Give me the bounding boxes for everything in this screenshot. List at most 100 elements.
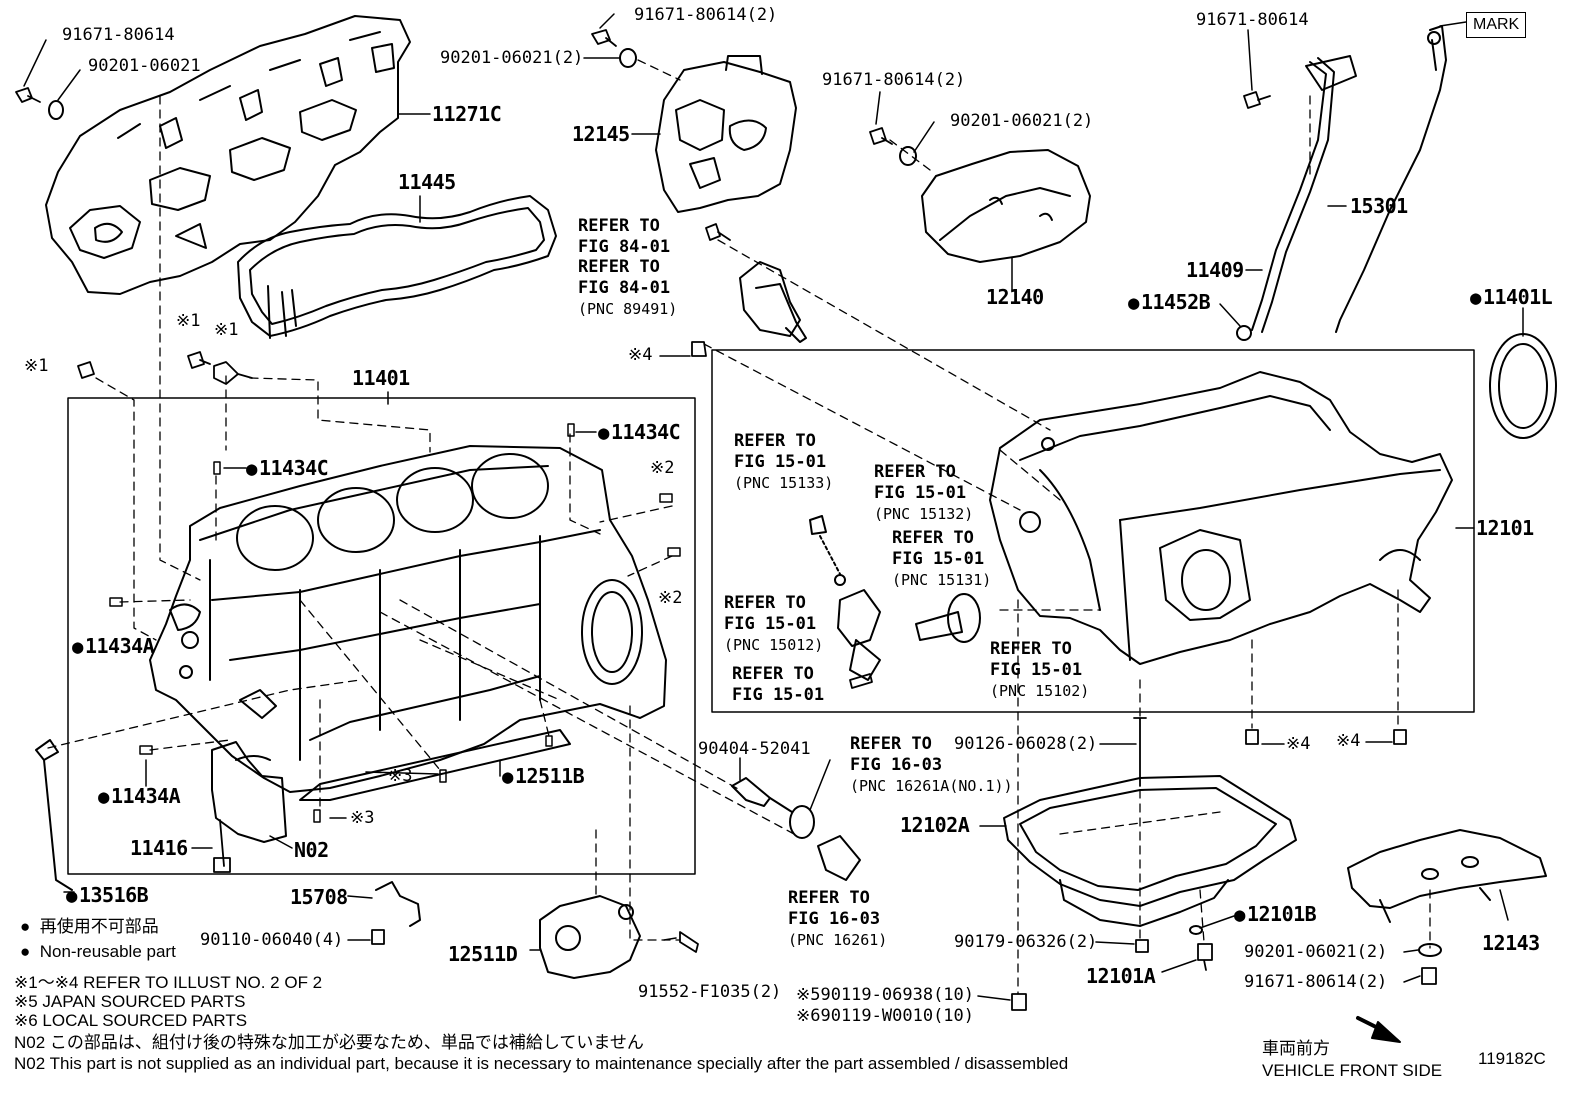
bearing-cap-part (211, 741, 287, 843)
refer-fig-15-01-pnc15102[interactable]: REFER TO FIG 15-01 (PNC 15102) (990, 639, 1089, 702)
label-x1-a: ※1 (24, 356, 49, 376)
label-90201-06021-a[interactable]: 90201-06021 (88, 56, 201, 76)
refer-fig-84-01-b[interactable]: REFER TO FIG 84-01 (PNC 89491) (578, 257, 677, 320)
label-11445[interactable]: 11445 (398, 170, 456, 194)
label-15708[interactable]: 15708 (290, 885, 348, 909)
refer-fig-16-03-pnc16261[interactable]: REFER TO FIG 16-03 (PNC 16261) (788, 888, 887, 951)
label-11416[interactable]: 11416 (130, 836, 188, 860)
label-90201-06021-d[interactable]: 90201-06021(2) (1244, 942, 1388, 962)
refer-line: FIG 15-01 (732, 685, 825, 705)
label-91671-80614-d[interactable]: 91671-80614 (1196, 10, 1309, 30)
refer-line: FIG 15-01 (724, 614, 817, 634)
label-90110-06040[interactable]: 90110-06040(4) (200, 930, 344, 950)
gasket-part (237, 195, 557, 339)
assembly-lines (47, 59, 1431, 995)
bracket-12511D-part (539, 895, 641, 979)
refer-pnc: (PNC 15012) (724, 636, 824, 654)
refer-pnc: (PNC 89491) (578, 300, 678, 318)
label-12145[interactable]: 12145 (572, 122, 630, 146)
label-91671-80614-e[interactable]: 91671-80614(2) (1244, 972, 1388, 992)
label-90126-06028[interactable]: 90126-06028(2) (954, 734, 1098, 754)
leader-lines (23, 13, 1524, 1001)
front-side-jp: 車両前方 (1262, 1039, 1330, 1058)
label-11401[interactable]: 11401 (352, 366, 410, 390)
label-11434C-a[interactable]: 11434C (598, 422, 681, 443)
oil-pump-part (809, 515, 981, 681)
label-90119-W0010[interactable]: ※690119-W0010(10) (796, 1006, 975, 1026)
label-91671-80614-c[interactable]: 91671-80614(2) (822, 70, 966, 90)
label-90201-06021-b[interactable]: 90201-06021(2) (440, 48, 584, 68)
label-12140[interactable]: 12140 (986, 285, 1044, 309)
water-jacket-part (45, 15, 411, 295)
label-90404-52041[interactable]: 90404-52041 (698, 739, 811, 759)
refer-line: REFER TO (788, 888, 870, 908)
bolts (15, 29, 1437, 1011)
legend-dot-icon: ● (20, 942, 31, 961)
label-91552-F1035[interactable]: 91552-F1035(2) (638, 982, 782, 1002)
label-12101[interactable]: 12101 (1476, 516, 1534, 540)
label-N02[interactable]: N02 (294, 838, 329, 862)
label-11401L[interactable]: 11401L (1470, 287, 1553, 308)
label-x4-c: ※4 (1336, 731, 1361, 751)
refer-line: REFER TO (990, 639, 1072, 659)
label-90179-06326[interactable]: 90179-06326(2) (954, 932, 1098, 952)
cover-12140-part (921, 149, 1091, 263)
label-12101B[interactable]: 12101B (1234, 904, 1317, 925)
refer-pnc: (PNC 15131) (892, 571, 992, 589)
crankcase-part (989, 371, 1453, 665)
label-x1-c: ※1 (214, 320, 239, 340)
label-11409[interactable]: 11409 (1186, 258, 1244, 282)
refer-line: REFER TO (734, 431, 816, 451)
label-11434A-b[interactable]: 11434A (98, 786, 181, 807)
label-12143[interactable]: 12143 (1482, 931, 1540, 955)
label-13516B[interactable]: 13516B (66, 885, 149, 906)
refer-fig-15-01-pnc15133[interactable]: REFER TO FIG 15-01 (PNC 15133) (734, 431, 833, 494)
cylinder-block-frame (67, 397, 696, 875)
label-11452B[interactable]: 11452B (1128, 292, 1211, 313)
o-ring-11452B (1236, 325, 1252, 341)
refer-line: FIG 15-01 (874, 483, 967, 503)
refer-fig-16-03-pnc16261A[interactable]: REFER TO FIG 16-03 (PNC 16261A(NO.1)) (850, 734, 1013, 797)
note-japan-sourced: ※5 JAPAN SOURCED PARTS (14, 992, 246, 1011)
label-15301[interactable]: 15301 (1350, 194, 1408, 218)
label-11434A-a[interactable]: 11434A (72, 636, 155, 657)
refer-fig-15-01-pnc15132[interactable]: REFER TO FIG 15-01 (PNC 15132) (874, 462, 973, 525)
refer-fig-15-01-pnc15012[interactable]: REFER TO FIG 15-01 (PNC 15012) (724, 593, 823, 656)
refer-pnc: (PNC 16261A(NO.1)) (850, 777, 1013, 795)
refer-line: REFER TO (892, 528, 974, 548)
label-90119-06938[interactable]: ※590119-06938(10) (796, 985, 975, 1005)
note-n02-en: N02 This part is not supplied as an indi… (14, 1054, 1069, 1073)
refer-line: FIG 16-03 (788, 909, 881, 929)
label-91671-80614-b[interactable]: 91671-80614(2) (634, 5, 778, 25)
refer-line: FIG 15-01 (892, 549, 985, 569)
label-12101A[interactable]: 12101A (1086, 964, 1156, 988)
mark-box: MARK (1466, 12, 1527, 38)
refer-pnc: (PNC 16261) (788, 931, 888, 949)
label-90201-06021-c[interactable]: 90201-06021(2) (950, 111, 1094, 131)
hose-part (789, 805, 861, 881)
label-11271C[interactable]: 11271C (432, 102, 502, 126)
refer-line: FIG 84-01 (578, 237, 671, 257)
label-11434C-b[interactable]: 11434C (246, 458, 329, 479)
refer-line: FIG 15-01 (990, 660, 1083, 680)
note-refer-illust: ※1～※4 REFER TO ILLUST NO. 2 OF 2 (14, 973, 323, 992)
refer-fig-84-01-a[interactable]: REFER TO FIG 84-01 (578, 216, 670, 258)
dowel-pins (109, 423, 681, 823)
label-12102A[interactable]: 12102A (900, 813, 970, 837)
label-x2-a: ※2 (650, 458, 675, 478)
refer-fig-15-01-pnc15131[interactable]: REFER TO FIG 15-01 (PNC 15131) (892, 528, 991, 591)
washer-d (1418, 943, 1442, 957)
legend-nonreuse-en: ● Non-reusable part (20, 943, 176, 960)
label-12511B[interactable]: 12511B (502, 766, 585, 787)
refer-fig-15-01-bolt[interactable]: REFER TO FIG 15-01 (732, 664, 824, 706)
label-12511D[interactable]: 12511D (448, 942, 518, 966)
sensor-part (739, 261, 807, 343)
note-n02-jp: N02 この部品は、組付け後の特殊な加工が必要なため、単品では補給していません (14, 1033, 644, 1052)
label-91671-80614-a[interactable]: 91671-80614 (62, 25, 175, 45)
cylinder-block-part (149, 445, 667, 801)
tube-13516B (35, 739, 73, 891)
washer-a (48, 100, 64, 120)
washer-e (1189, 925, 1203, 935)
